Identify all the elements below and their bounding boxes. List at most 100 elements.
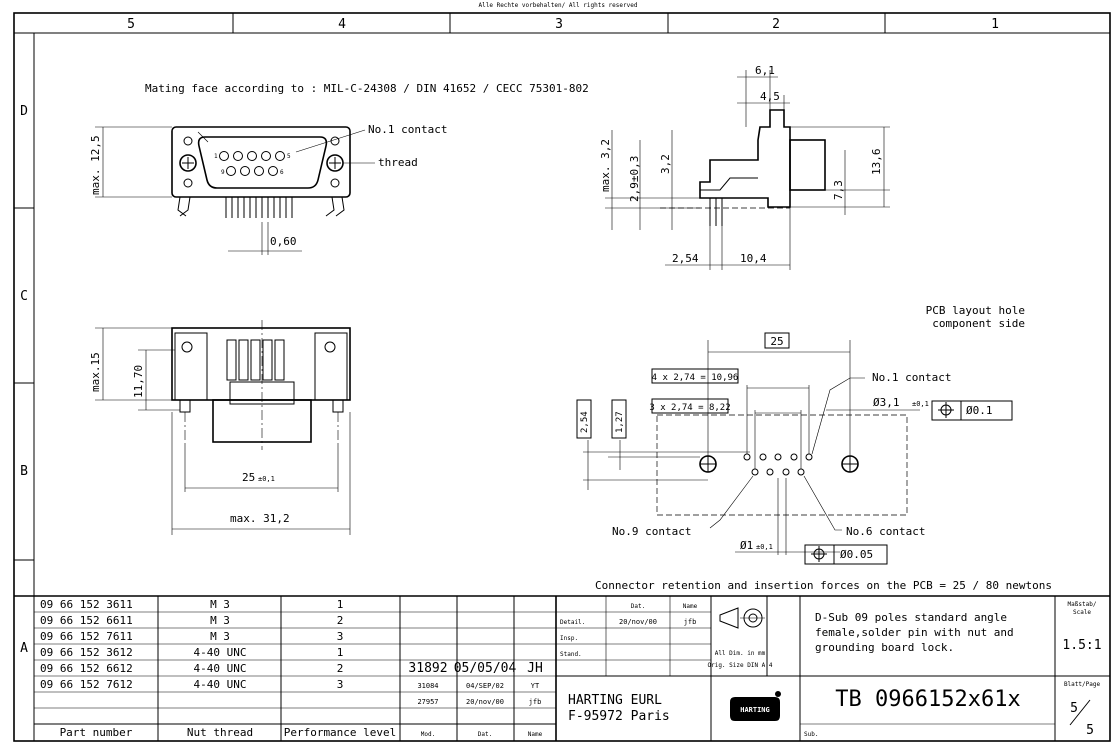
tb-detail-name: jfb: [684, 618, 697, 626]
side-view: 6,1 4,5 max. 3,2 2,9±0,3 3,2 13,6 7,3 2,…: [599, 64, 890, 270]
header-name: Name: [528, 731, 543, 738]
top-view: max.15 11,70 25 ±0,1 max. 31,2: [89, 320, 351, 535]
hole-3-1-tol: ±0,1: [912, 400, 929, 408]
table-cell: 2: [337, 614, 344, 627]
dim-4-5: 4,5: [760, 90, 780, 103]
dim-3-2: 3,2: [659, 154, 672, 174]
mod-date: 05/05/04: [454, 661, 517, 676]
tb-scale-value: 1.5:1: [1062, 638, 1101, 653]
zone-2: 2: [772, 17, 780, 32]
dim-0-60: 0,60: [270, 235, 297, 248]
tb-all-dim: All Dim. in mm: [715, 650, 766, 657]
table-cell: 09 66 152 7612: [40, 678, 133, 691]
tb-orig-size: Orig. Size DIN A 4: [707, 662, 772, 669]
dim-25: 25: [242, 471, 255, 484]
mod-name: YT: [531, 682, 540, 690]
pcb-layout: PCB layout hole component side 25 4 x 2,…: [576, 304, 1025, 565]
tb-col-dat: Dat.: [631, 603, 645, 610]
pin-label-5: 5: [287, 153, 291, 160]
tb-drawing-number: TB 0966152x61x: [835, 687, 1020, 712]
dim-10-4: 10,4: [740, 252, 767, 265]
dim-13-6: 13,6: [870, 149, 883, 176]
table-cell: 09 66 152 3611: [40, 598, 133, 611]
table-cell: 09 66 152 7611: [40, 630, 133, 643]
tb-sheet-total: 5: [1086, 723, 1094, 738]
box-25: 25: [770, 335, 783, 348]
tb-scale-label: Maßstab/: [1068, 601, 1097, 608]
zone-D: D: [20, 104, 28, 119]
dim-2-54: 2,54: [672, 252, 699, 265]
projection-symbol-icon: [719, 607, 765, 629]
tb-desc-2: female,solder pin with nut and: [815, 626, 1014, 639]
front-view: Mating face according to : MIL-C-24308 /…: [89, 82, 589, 255]
tb-company-2: F-95972 Paris: [568, 709, 670, 724]
dim-max-15: max.15: [89, 352, 102, 392]
harting-logo-icon: HARTING: [730, 691, 781, 721]
box-3x: 3 x 2,74 = 8,22: [649, 403, 730, 413]
zone-B: B: [20, 464, 28, 479]
mod-name: JH: [527, 661, 543, 676]
parts-table: [14, 595, 1110, 741]
tb-scale-label-2: Scale: [1073, 609, 1091, 616]
table-cell: 1: [337, 598, 344, 611]
mod-date: 20/nov/00: [466, 698, 504, 706]
no1-contact-label: No.1 contact: [368, 123, 447, 136]
mating-face-note: Mating face according to : MIL-C-24308 /…: [145, 82, 589, 95]
tb-row-detail: Detail.: [560, 619, 585, 626]
pcb-layout-title: PCB layout hole: [926, 304, 1025, 317]
pin-label-6: 6: [280, 169, 284, 176]
no1-contact-pcb-label: No.1 contact: [872, 371, 951, 384]
hole-1-tol: ±0,1: [756, 543, 773, 551]
table-cell: 1: [337, 646, 344, 659]
header-nut-thread: Nut thread: [187, 726, 253, 739]
tb-detail-date: 20/nov/00: [619, 618, 657, 626]
mod-date: 04/SEP/02: [466, 682, 504, 690]
zone-4: 4: [338, 17, 346, 32]
logo-text: HARTING: [740, 706, 770, 714]
header-mod: Mod.: [421, 731, 435, 738]
table-cell: 4-40 UNC: [194, 662, 247, 675]
pcb-layout-subtitle: component side: [932, 317, 1025, 330]
zone-3: 3: [555, 17, 563, 32]
title-block: Dat. Name Detail. Insp. Stand. 20/nov/00…: [556, 596, 1110, 741]
tb-desc-1: D-Sub 09 poles standard angle: [815, 611, 1007, 624]
dim-2-9: 2,9±0,3: [628, 156, 641, 202]
rights-note: Alle Rechte vorbehalten/ All rights rese…: [479, 2, 638, 9]
pin-label-1: 1: [214, 153, 218, 160]
dim-11-70: 11,70: [132, 365, 145, 398]
mod-number: 31084: [417, 682, 438, 690]
table-cell: M 3: [210, 598, 230, 611]
dim-6-1: 6,1: [755, 64, 775, 77]
parts-table-text: 09 66 152 3611 M 3 1 09 66 152 6611 M 3 …: [40, 598, 543, 739]
tb-sheet-label: Blatt/Page: [1064, 681, 1101, 688]
zone-A: A: [20, 641, 28, 656]
mod-name: jfb: [529, 698, 542, 706]
tb-sub-label: Sub.: [804, 731, 818, 738]
zone-1: 1: [991, 17, 999, 32]
pos-tol-0-05: Ø0.05: [840, 548, 873, 561]
hole-3-1: Ø3,1: [873, 396, 900, 409]
table-cell: 09 66 152 6611: [40, 614, 133, 627]
dim-max-12-5: max. 12,5: [89, 135, 102, 195]
dim-max-31-2: max. 31,2: [230, 512, 290, 525]
table-cell: 4-40 UNC: [194, 678, 247, 691]
dim-25-tol: ±0,1: [258, 475, 275, 483]
pin-label-9: 9: [221, 169, 225, 176]
mod-number: 27957: [417, 698, 438, 706]
no6-contact-label: No.6 contact: [846, 525, 925, 538]
tb-desc-3: grounding board lock.: [815, 641, 954, 654]
dim-7-3: 7,3: [832, 180, 845, 200]
table-cell: 09 66 152 6612: [40, 662, 133, 675]
tb-sheet-num: 5: [1070, 701, 1078, 716]
table-cell: M 3: [210, 630, 230, 643]
table-cell: 3: [337, 630, 344, 643]
mod-number: 31892: [408, 661, 447, 676]
table-cell: 3: [337, 678, 344, 691]
table-cell: 2: [337, 662, 344, 675]
no9-contact-label: No.9 contact: [612, 525, 691, 538]
header-performance: Performance level: [284, 726, 397, 739]
retention-note: Connector retention and insertion forces…: [595, 579, 1052, 592]
zone-5: 5: [127, 17, 135, 32]
table-cell: 09 66 152 3612: [40, 646, 133, 659]
